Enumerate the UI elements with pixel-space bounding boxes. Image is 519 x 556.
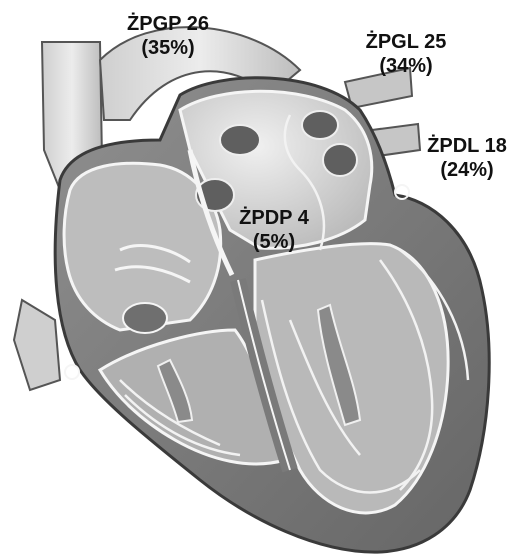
label-zpdl: ŻPDL 18 (24%) — [415, 134, 519, 182]
label-zpdl-percent: (24%) — [415, 158, 519, 182]
inferior-vena-cava — [14, 300, 60, 390]
label-zpdp-percent: (5%) — [226, 230, 322, 254]
coronary-sinus-opening — [123, 303, 167, 333]
label-zpgp-name: ŻPGP 26 — [116, 12, 220, 36]
label-zpgl: ŻPGL 25 (34%) — [354, 30, 458, 78]
label-zpgl-percent: (34%) — [354, 54, 458, 78]
label-zpdl-name: ŻPDL 18 — [415, 134, 519, 158]
label-zpgp: ŻPGP 26 (35%) — [116, 12, 220, 60]
label-zpdp-name: ŻPDP 4 — [226, 206, 322, 230]
pulmonary-vein-ostium-1 — [220, 125, 260, 155]
label-zpgp-percent: (35%) — [116, 36, 220, 60]
valve-marker-left — [65, 365, 79, 379]
label-zpgl-name: ŻPGL 25 — [354, 30, 458, 54]
pulmonary-vein-ostium-3 — [302, 111, 338, 139]
pulmonary-vein-ostium-4 — [323, 144, 357, 176]
label-zpdp: ŻPDP 4 (5%) — [226, 206, 322, 254]
